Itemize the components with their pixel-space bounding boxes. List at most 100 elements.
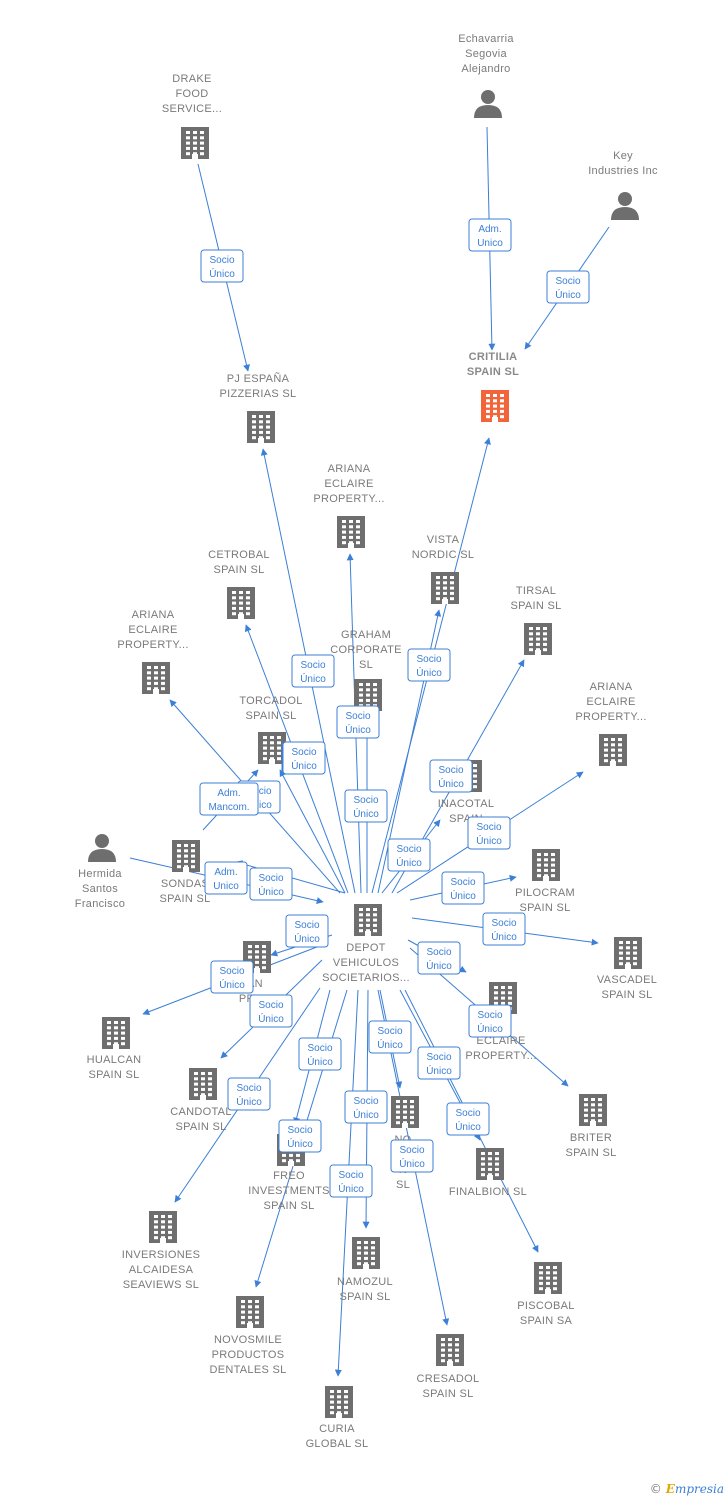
relation-label[interactable]: Adm.Mancom. bbox=[199, 782, 259, 816]
relation-label[interactable]: Adm.Unico bbox=[204, 861, 248, 895]
building-icon bbox=[227, 587, 255, 619]
building-icon bbox=[524, 623, 552, 655]
building-icon bbox=[325, 1386, 353, 1418]
building-icon bbox=[102, 1017, 130, 1049]
building-icon bbox=[258, 732, 286, 764]
copyright-symbol: © bbox=[649, 1482, 662, 1496]
relation-text: Adm.Unico bbox=[477, 224, 503, 249]
node-finalbion[interactable]: FINALBION SL bbox=[449, 1148, 527, 1198]
relation-label[interactable]: Adm.Unico bbox=[468, 218, 512, 252]
building-icon bbox=[534, 1262, 562, 1294]
building-icon bbox=[149, 1211, 177, 1243]
building-icon bbox=[142, 662, 170, 694]
node-ariana4[interactable]: AECLAIREPROPERTY... bbox=[465, 982, 536, 1062]
building-icon bbox=[391, 1096, 419, 1128]
building-icon bbox=[181, 127, 209, 159]
person-icon bbox=[611, 192, 639, 220]
building-icon bbox=[247, 411, 275, 443]
